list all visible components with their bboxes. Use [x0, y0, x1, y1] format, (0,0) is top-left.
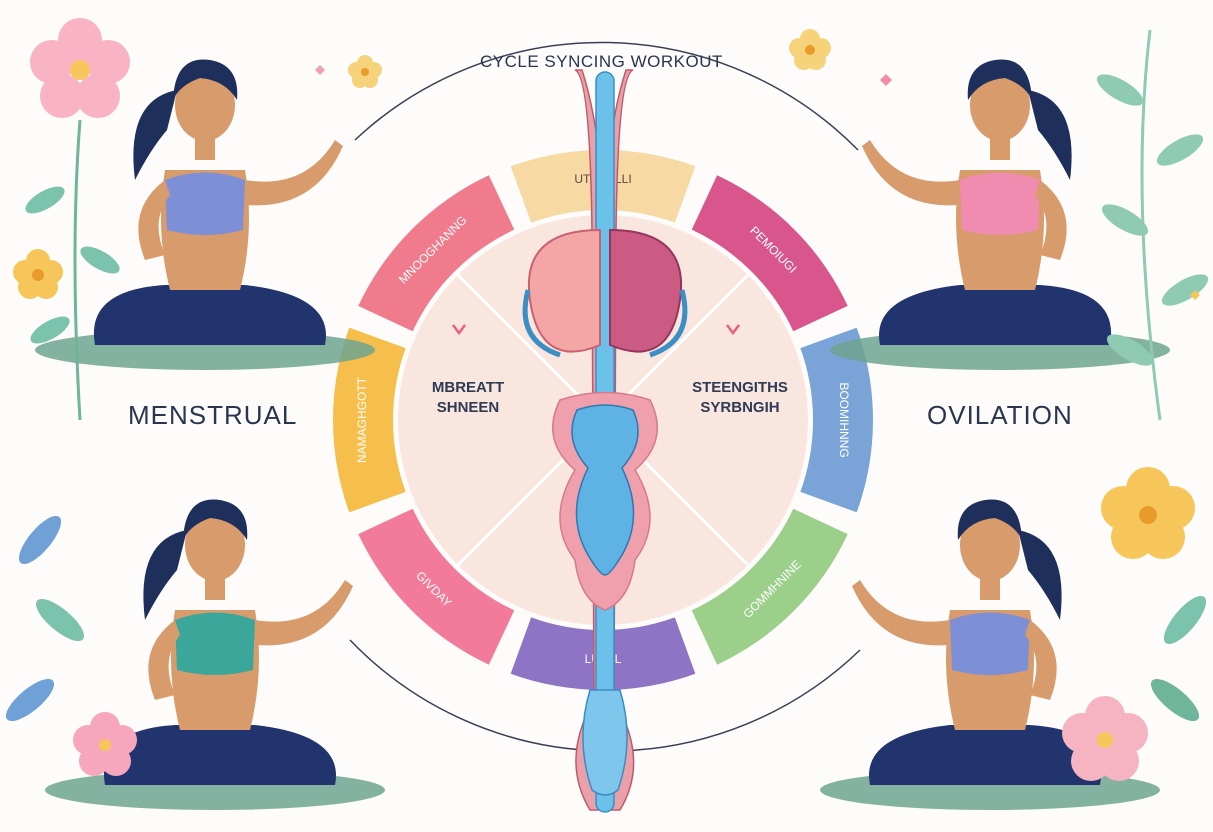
pink-flower-icon: [30, 18, 130, 118]
reproductive-system-icon: [522, 69, 688, 813]
wheel-segment: [800, 327, 873, 513]
center-label-right-line1: STEENGITHS: [692, 379, 788, 396]
center-label-right: STEENGITHS SYRBNGIH: [680, 378, 800, 418]
center-label-left-line2: SHNEEN: [436, 399, 500, 416]
yellow-flower-icon: [1101, 467, 1195, 559]
heart-icon: [452, 324, 466, 336]
yellow-flower-icon: [13, 249, 63, 299]
yellow-flower-icon: [789, 29, 831, 70]
wheel-segment: [333, 327, 406, 513]
wheel-segment: [691, 175, 848, 332]
figures-layer: [35, 59, 1170, 810]
pink-flower-icon: [73, 712, 137, 776]
meditating-woman-figure: [45, 499, 385, 810]
center-label-left-line1: MBREATT: [431, 379, 505, 396]
phase-label-menstrual: MENSTRUAL: [128, 400, 298, 430]
wheel-segment-label: NAMAGHGOTT: [355, 376, 369, 463]
phase-label-ovulation: OVILATION: [927, 400, 1073, 430]
sparkle-icon: [880, 74, 892, 86]
wheel-segment-label: BOOMIHNNG: [837, 382, 851, 457]
wheel-segment: [358, 175, 515, 332]
decorative-flora: [5, 18, 1209, 781]
pink-flower-icon: [1062, 696, 1148, 781]
wheel-segment: [691, 508, 848, 665]
center-label-right-line2: SYRBNGIH: [700, 399, 780, 416]
sparkle-icon: [315, 65, 325, 75]
wheel-segment: [358, 508, 515, 665]
meditating-woman-figure: [830, 59, 1170, 370]
yellow-flower-icon: [348, 55, 382, 88]
page-title: CYCLE SYNCING WORKOUT: [480, 52, 723, 71]
sparkle-icon: [1190, 290, 1200, 300]
meditating-woman-figure: [820, 499, 1160, 810]
center-label-left: MBREATT SHNEEN: [418, 378, 518, 418]
heart-icon: [726, 324, 740, 336]
outer-arc-top: [354, 41, 859, 151]
meditating-woman-figure: [35, 59, 375, 370]
phase-wheel: UTENALLIPEMOIUGIBOOMIHNNGGOMMHNINELUTTLG…: [333, 150, 873, 690]
